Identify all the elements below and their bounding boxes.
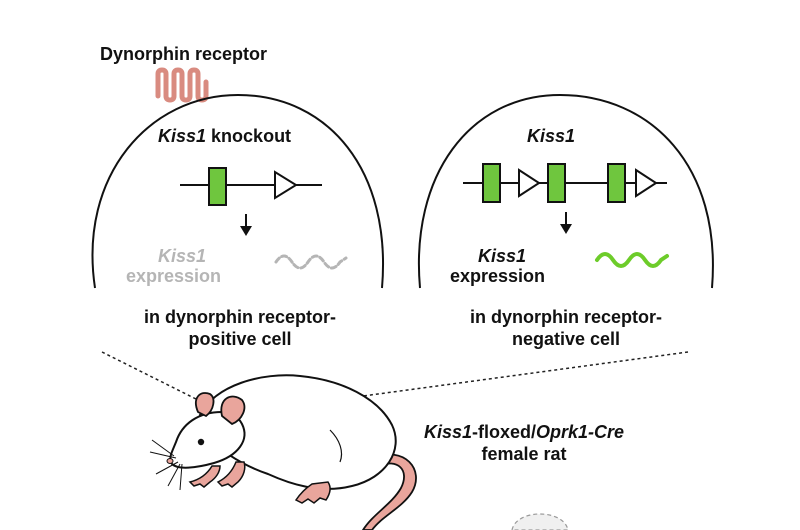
left-caption-line1: in dynorphin receptor- — [144, 307, 336, 327]
right-exon-box-2 — [547, 163, 566, 203]
rat-head — [169, 410, 246, 469]
right-loxp-triangle-2 — [635, 168, 658, 198]
right-caption-line2: negative cell — [512, 329, 620, 349]
right-caption-line1: in dynorphin receptor- — [470, 307, 662, 327]
left-down-arrow-icon — [240, 214, 252, 236]
rat-ear-front — [220, 395, 246, 426]
left-gene-construct — [180, 167, 322, 206]
right-cell-membrane — [417, 93, 714, 289]
left-cell-membrane — [91, 93, 384, 289]
rat-whiskers — [149, 439, 183, 491]
rat-tail — [361, 453, 417, 530]
rat-illustration — [149, 374, 417, 530]
right-down-arrow-icon — [560, 212, 572, 234]
rat-hind-foot — [294, 481, 331, 504]
rat-front-paw-1 — [188, 465, 221, 488]
receptor-icon — [155, 67, 209, 103]
left-dashed-wave-icon — [274, 254, 348, 270]
rat-label-line1: Kiss1-floxed/Oprk1-Cre — [424, 422, 624, 442]
rat-ear-back — [195, 392, 215, 418]
right-expression-gene: Kiss1 — [478, 246, 526, 266]
right-gene-construct — [463, 163, 667, 203]
left-expression-word: expression — [126, 266, 221, 286]
right-exon-box-1 — [482, 163, 501, 203]
rat-fur-line — [329, 429, 343, 463]
rat-nose — [166, 458, 174, 464]
left-caption-line2: positive cell — [188, 329, 291, 349]
left-expression-gene: Kiss1 — [158, 246, 206, 266]
receptor-label: Dynorphin receptor — [100, 44, 267, 64]
right-green-wave-icon — [595, 252, 669, 268]
rat-front-paw-2 — [216, 461, 246, 488]
rat-eye — [197, 438, 205, 446]
left-exon-box — [208, 167, 227, 206]
rat-body — [198, 374, 397, 490]
right-exon-box-3 — [607, 163, 626, 203]
right-cell-title: Kiss1 — [527, 126, 575, 146]
left-loxp-triangle — [274, 170, 298, 200]
left-cell-title: Kiss1 knockout — [158, 126, 291, 146]
corner-shape — [511, 513, 569, 530]
rat-label-line2: female rat — [481, 444, 566, 464]
right-loxp-triangle-1 — [518, 168, 541, 198]
right-expression-word: expression — [450, 266, 545, 286]
